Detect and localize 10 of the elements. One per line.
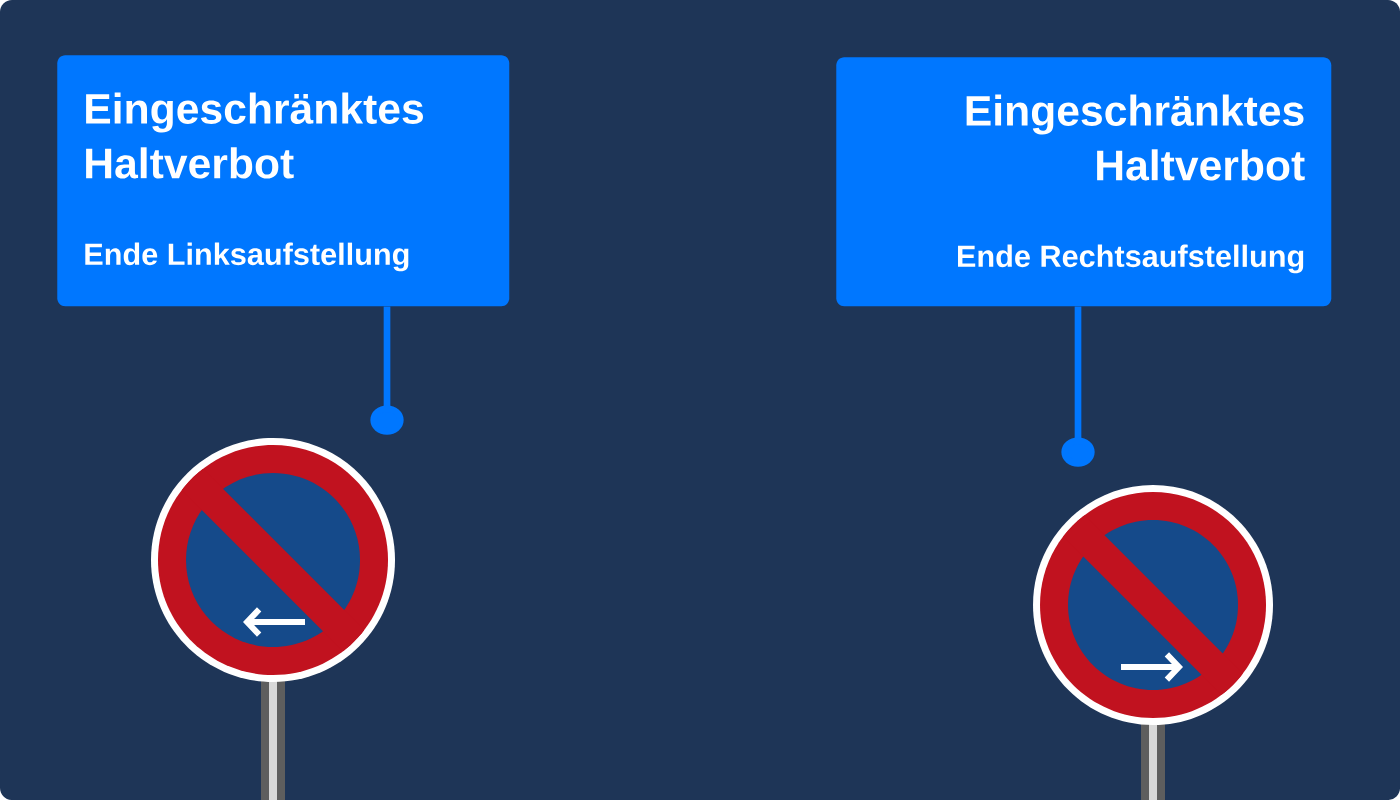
sign-title: Eingeschränktes Haltverbot [86, 92, 423, 179]
sign-subtitle: Ende Linksaufstellung [85, 242, 409, 272]
sign-title: Eingeschränktes Haltverbot [966, 94, 1305, 181]
no-stopping-sign-drawing [151, 438, 395, 682]
no-stopping-sign-drawing [1033, 485, 1273, 725]
callout-box [836, 57, 1332, 307]
callout-box [57, 55, 510, 307]
leader-line [370, 306, 404, 435]
sign-subtitle: Ende Rechtsaufstellung [958, 244, 1304, 274]
leader-line [1061, 306, 1095, 467]
